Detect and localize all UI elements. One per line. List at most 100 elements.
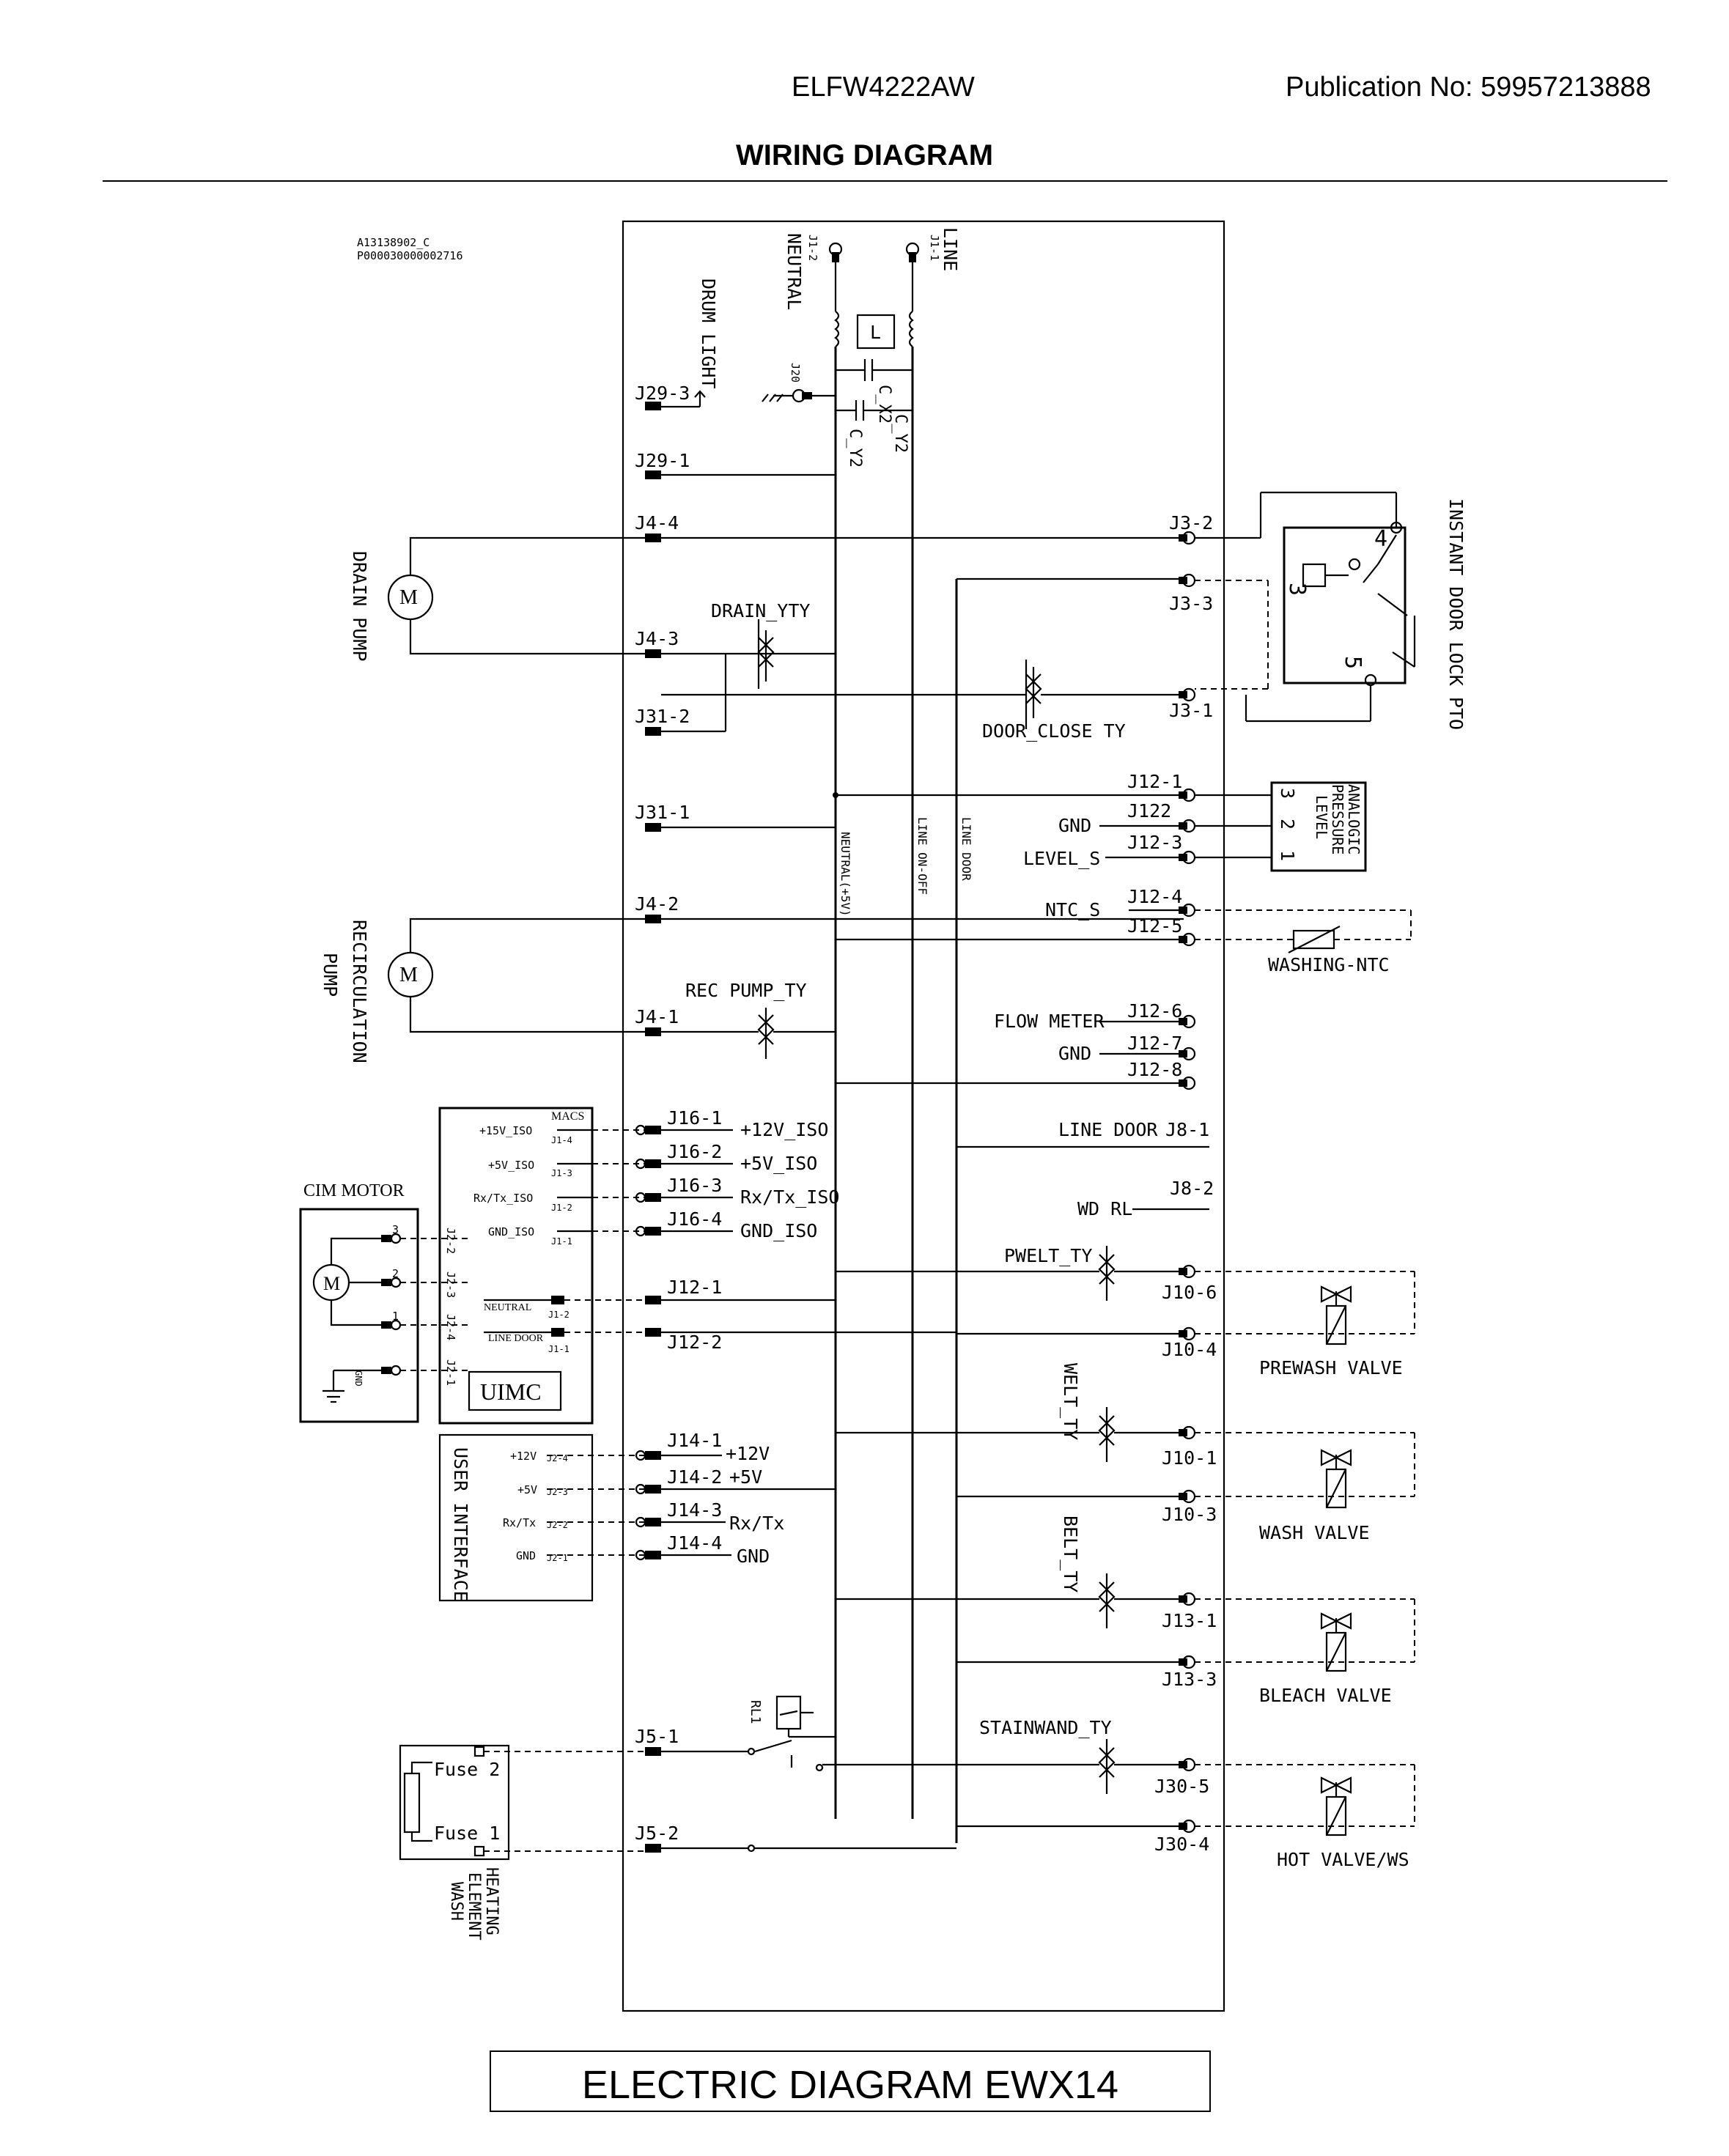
main-board-outline bbox=[622, 220, 1225, 2012]
svg-text:J16-4: J16-4 bbox=[667, 1208, 722, 1230]
svg-text:3: 3 bbox=[1277, 788, 1298, 799]
svg-text:J12-2: J12-2 bbox=[667, 1332, 722, 1353]
svg-text:+12V: +12V bbox=[510, 1450, 537, 1463]
heating-label-2: ELEMENT bbox=[465, 1872, 483, 1941]
publication-number: Publication No: 59957213888 bbox=[1286, 72, 1651, 103]
svg-text:Rx/Tx_ISO: Rx/Tx_ISO bbox=[473, 1192, 533, 1205]
stainwand-triac-label: STAINWAND_TY bbox=[979, 1717, 1112, 1738]
uimc-label: UIMC bbox=[480, 1378, 542, 1405]
svg-text:J31-2: J31-2 bbox=[635, 706, 690, 727]
inductor-label: L bbox=[870, 322, 881, 343]
pin-j10-6: J10-6 bbox=[1162, 1282, 1217, 1303]
svg-text:J29-1: J29-1 bbox=[635, 450, 690, 471]
door-close-triac-label: DOOR_CLOSE TY bbox=[982, 720, 1126, 742]
door-lock-box bbox=[1283, 526, 1407, 684]
cim-motor-box bbox=[299, 1208, 419, 1423]
heating-element-icon bbox=[403, 1772, 421, 1834]
pin-j12-3: J12-3 bbox=[1127, 832, 1182, 853]
pin-j29-1: J29-1 bbox=[635, 450, 690, 479]
svg-text:J16-1: J16-1 bbox=[667, 1107, 722, 1129]
svg-text:J29-3: J29-3 bbox=[635, 383, 690, 404]
washing-ntc-label: WASHING-NTC bbox=[1268, 954, 1390, 975]
pin-j4-1: J4-1 bbox=[635, 1006, 679, 1036]
svg-text:J14-4: J14-4 bbox=[667, 1532, 722, 1554]
doc-code-2: P000030000002716 bbox=[357, 249, 463, 262]
svg-text:J2-3: J2-3 bbox=[444, 1271, 457, 1298]
svg-text:J1-1: J1-1 bbox=[551, 1236, 572, 1247]
pressure-sensor-box bbox=[1270, 781, 1367, 872]
neutral-pin: J1-2 bbox=[806, 235, 819, 261]
pin-j122: J122 bbox=[1127, 800, 1171, 822]
pin-j12-5: J12-5 bbox=[1127, 915, 1182, 937]
bus-line-door-label: LINE DOOR bbox=[959, 817, 973, 881]
svg-text:J14-1: J14-1 bbox=[667, 1430, 722, 1451]
cy2-label-b: C_Y2 bbox=[891, 414, 910, 453]
svg-text:J2-4: J2-4 bbox=[444, 1314, 457, 1340]
pin-j13-1: J13-1 bbox=[1162, 1610, 1217, 1631]
heating-element-box bbox=[399, 1744, 510, 1861]
footer-title: ELECTRIC DIAGRAM EWX14 bbox=[581, 2063, 1119, 2107]
drain-triac-label: DRAIN_YTY bbox=[711, 600, 810, 621]
svg-text:J1-2: J1-2 bbox=[548, 1310, 569, 1320]
prewash-valve-icon bbox=[1320, 1285, 1352, 1345]
pin-j3-3: J3-3 bbox=[1169, 593, 1213, 614]
door-lock-pin-4: 4 bbox=[1374, 526, 1387, 552]
cim-motor-uimc: CIM MOTOR M 3 2 1 J2-2 J2-3 J2-4 J2-1 GN… bbox=[299, 1107, 956, 1425]
pin-j31-1: J31-1 bbox=[635, 802, 690, 832]
svg-text:+12V_ISO: +12V_ISO bbox=[740, 1119, 828, 1140]
svg-text:J5-2: J5-2 bbox=[635, 1823, 679, 1844]
level-s-signal: LEVEL_S bbox=[1023, 848, 1100, 869]
svg-text:Rx/Tx: Rx/Tx bbox=[729, 1513, 784, 1534]
svg-text:+5V_ISO: +5V_ISO bbox=[488, 1159, 534, 1172]
pin-j4-4: J4-4 bbox=[635, 512, 679, 542]
svg-text:J14-3: J14-3 bbox=[667, 1499, 722, 1521]
pin-j12-7: J12-7 bbox=[1127, 1033, 1182, 1054]
flow-meter-signal: FLOW METER bbox=[994, 1011, 1105, 1032]
svg-text:1: 1 bbox=[1277, 850, 1298, 861]
left-pins: J29-3 J29-1 J4-4 J4-3 J31-2 J31-1 J4-2 J… bbox=[635, 383, 690, 1853]
drain-pump: M DRAIN PUMP DRAIN_YTY bbox=[349, 536, 1184, 733]
svg-text:J1-3: J1-3 bbox=[551, 1168, 572, 1178]
svg-text:+5V: +5V bbox=[729, 1466, 762, 1488]
drain-pump-motor-symbol: M bbox=[399, 586, 418, 609]
pin-j10-3: J10-3 bbox=[1162, 1504, 1217, 1525]
hot-valve-icon bbox=[1320, 1776, 1352, 1836]
pin-j10-4: J10-4 bbox=[1162, 1339, 1217, 1360]
svg-text:J5-1: J5-1 bbox=[635, 1726, 679, 1747]
door-lock-label: INSTANT DOOR LOCK PTO bbox=[1445, 498, 1467, 730]
recirc-pump-label-2: PUMP bbox=[320, 953, 341, 997]
svg-text:J14-2: J14-2 bbox=[667, 1466, 722, 1488]
pin-j4-2: J4-2 bbox=[635, 893, 679, 923]
svg-text:J1-1: J1-1 bbox=[548, 1344, 569, 1354]
belt-triac-label: BELT_TY bbox=[1060, 1516, 1081, 1592]
prewash-valve-label: PREWASH VALVE bbox=[1259, 1357, 1403, 1378]
pin-j4-3: J4-3 bbox=[635, 628, 679, 658]
pin-j8-1: J8-1 bbox=[1165, 1119, 1209, 1140]
svg-text:J4-2: J4-2 bbox=[635, 893, 679, 915]
pin-j10-1: J10-1 bbox=[1162, 1447, 1217, 1469]
pin-j12-8: J12-8 bbox=[1127, 1059, 1182, 1080]
pin-j29-3: J29-3 bbox=[635, 383, 690, 410]
heating-label-1: HEATING bbox=[482, 1867, 501, 1935]
svg-text:LINE DOOR: LINE DOOR bbox=[488, 1333, 544, 1344]
valves-section: PWELT_TY J10-6 J10-4 PREWASH VALVE WELT_… bbox=[836, 1245, 1415, 1870]
heater-relay: RL1 Fuse 2 Fuse 1 HEATING ELEMENT WASH bbox=[399, 1695, 956, 1941]
cim-motor-symbol: M bbox=[323, 1273, 340, 1294]
drain-pump-label: DRAIN PUMP bbox=[349, 551, 370, 662]
svg-text:J1-2: J1-2 bbox=[551, 1203, 572, 1213]
svg-text:GND_ISO: GND_ISO bbox=[740, 1220, 817, 1241]
door-lock-pin-3: 3 bbox=[1284, 583, 1310, 596]
cy2-label-a: C_Y2 bbox=[846, 429, 864, 468]
bus-line-onoff-label: LINE ON-OFF bbox=[915, 817, 929, 895]
svg-text:GND: GND bbox=[516, 1549, 536, 1562]
fuse-1-label: Fuse 1 bbox=[434, 1823, 500, 1844]
neutral-label: NEUTRAL bbox=[784, 233, 805, 310]
drum-light-label: DRUM LIGHT bbox=[698, 278, 719, 389]
pin-j12-6: J12-6 bbox=[1127, 1000, 1182, 1022]
pin-j13-3: J13-3 bbox=[1162, 1669, 1217, 1690]
svg-text:J16-2: J16-2 bbox=[667, 1141, 722, 1162]
ntc-s-signal: NTC_S bbox=[1045, 899, 1100, 920]
page-title: WIRING DIAGRAM bbox=[735, 139, 994, 171]
pin-j3-2: J3-2 bbox=[1169, 512, 1213, 534]
gnd-signal: GND bbox=[1058, 815, 1091, 836]
